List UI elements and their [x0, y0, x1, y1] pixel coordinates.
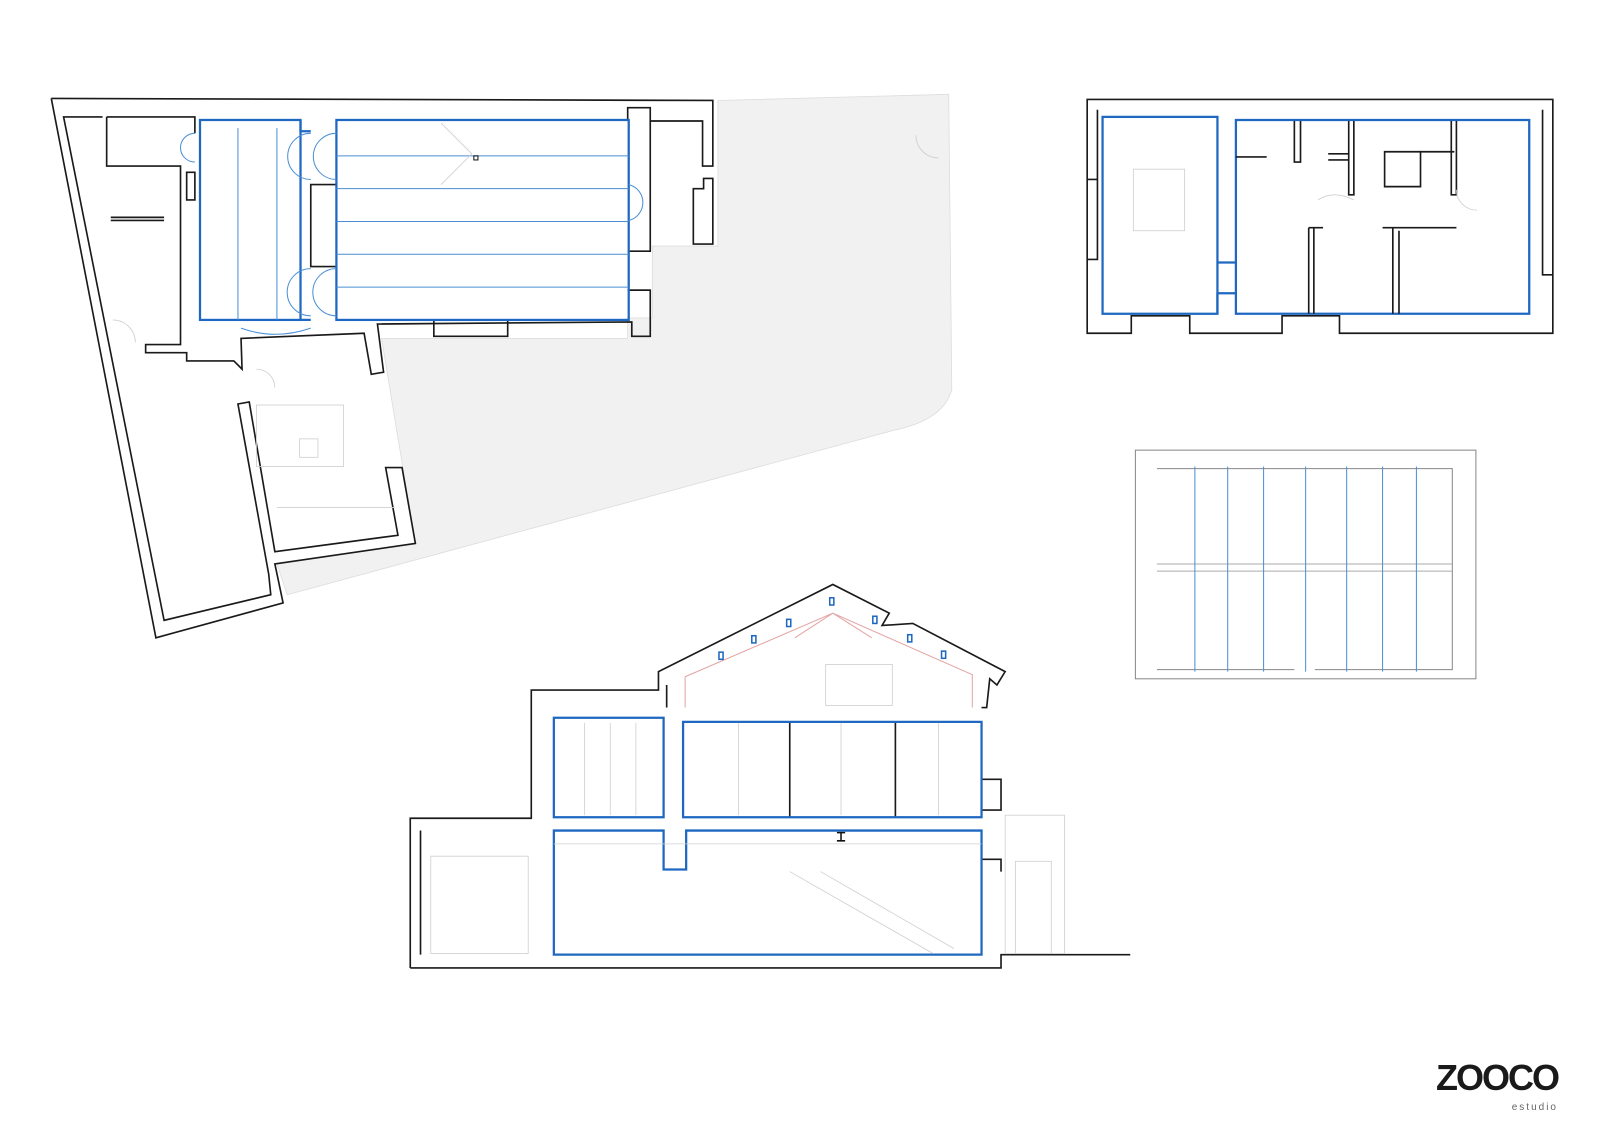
upper-floor-plan — [1086, 98, 1554, 335]
building-section — [409, 583, 1131, 969]
ground-floor-plan — [50, 93, 953, 639]
logo-name: ZOOCO — [1436, 1057, 1560, 1098]
logo-subtitle: estudio — [1511, 1102, 1558, 1113]
roof-plan — [1134, 449, 1477, 680]
studio-logo: ZOOCO estudio — [1428, 1056, 1560, 1114]
